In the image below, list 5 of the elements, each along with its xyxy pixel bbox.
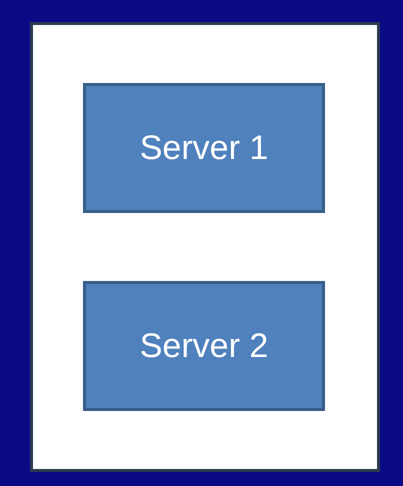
server-label: Server 1 bbox=[140, 131, 268, 165]
server-box bbox=[83, 83, 325, 213]
container-box bbox=[30, 22, 380, 472]
server-label: Server 2 bbox=[140, 329, 268, 363]
server-box bbox=[83, 281, 325, 411]
